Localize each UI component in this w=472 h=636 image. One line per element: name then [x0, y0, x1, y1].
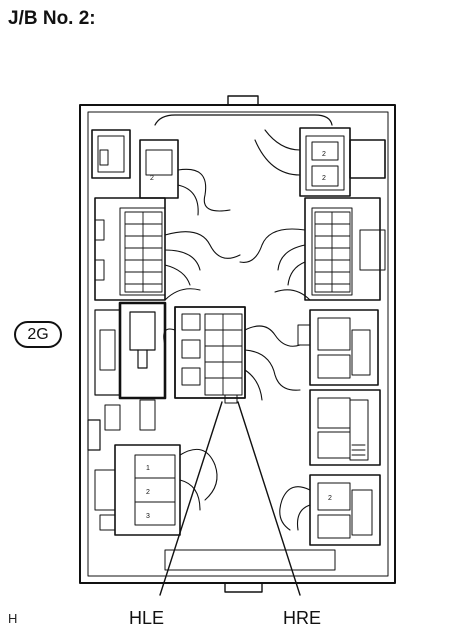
label-hre: HRE — [283, 608, 322, 628]
svg-text:2: 2 — [146, 489, 150, 496]
connector-bottom-left: 1 2 3 — [95, 445, 180, 535]
svg-text:2: 2 — [322, 175, 326, 182]
connector-left-upper — [95, 198, 165, 300]
connector-top-right: 2 2 — [300, 128, 385, 196]
figure-code: H — [8, 611, 18, 626]
wire-harness — [164, 130, 310, 530]
housing-bottom-tab — [225, 583, 262, 592]
diagram-title: J/B No. 2: — [8, 8, 96, 29]
connector-top-left: 2 — [92, 130, 178, 198]
housing-top-rim — [155, 115, 332, 125]
connector-2g — [120, 303, 165, 398]
leader-line-hre — [238, 402, 300, 595]
connector-callout-label: 2G — [27, 325, 49, 343]
svg-text:2: 2 — [328, 495, 332, 502]
connector-2g-left-clip — [95, 310, 120, 395]
connector-right-upper — [305, 198, 385, 300]
connector-2g-bottom-clip — [140, 400, 155, 430]
connector-right-middle — [298, 310, 378, 385]
svg-text:1: 1 — [146, 465, 150, 472]
connector-right-lower — [310, 390, 380, 465]
housing-inner-wall — [88, 112, 388, 576]
label-hle: HLE — [129, 608, 165, 628]
connector-callout-2g: 2G — [14, 321, 62, 348]
housing-top-tab — [228, 96, 258, 105]
connector-bottom-right: 2 — [310, 475, 380, 545]
svg-text:2: 2 — [322, 151, 326, 158]
svg-text:3: 3 — [146, 513, 150, 520]
small-plug-left — [88, 420, 100, 450]
connector-center — [175, 307, 245, 403]
junction-block-housing — [80, 105, 395, 583]
svg-text:2: 2 — [150, 175, 154, 182]
bottom-channel — [165, 550, 335, 570]
leader-line-hle — [160, 402, 222, 595]
